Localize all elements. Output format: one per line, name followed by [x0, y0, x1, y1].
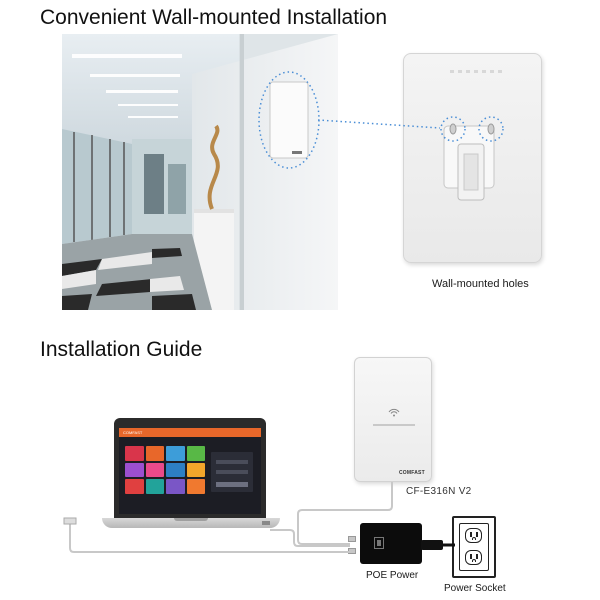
dashboard-tile [145, 462, 164, 478]
dashboard-tile [166, 479, 185, 494]
laptop-notch [174, 518, 208, 521]
laptop-ethernet-port [262, 521, 270, 525]
login-username-field [216, 460, 248, 464]
outlet-ground-hole [472, 559, 476, 562]
laptop: COMFAST [102, 418, 280, 534]
rj45-plug-icon [348, 548, 356, 554]
outlet-receptacle [465, 550, 482, 565]
device-model-label: CF-E316N V2 [406, 486, 472, 497]
dashboard-tile [125, 462, 144, 478]
login-button [216, 482, 248, 487]
dashboard-tile [125, 446, 144, 461]
dashboard-tile [186, 479, 205, 494]
dashboard-tile [186, 462, 205, 478]
power-socket-label: Power Socket [444, 583, 506, 594]
dashboard-tile [186, 446, 205, 461]
laptop-screen: COMFAST [119, 428, 261, 514]
outlet-slot [476, 532, 478, 537]
dashboard-tile [166, 446, 185, 461]
access-point-back [403, 53, 542, 263]
section-title-installation-guide: Installation Guide [40, 338, 203, 361]
hallway-photo [62, 34, 338, 310]
outlet-slot [470, 532, 472, 537]
laptop-screen-header: COMFAST [119, 428, 261, 437]
dashboard-tile [145, 446, 164, 461]
section-title-wall-mount: Convenient Wall-mounted Installation [40, 6, 388, 29]
wifi-icon [388, 408, 400, 417]
screw-hole-icon [449, 123, 495, 135]
rj45-plug-icon [348, 536, 356, 542]
device-brand-mark: COMFAST [399, 470, 425, 476]
login-panel [211, 452, 253, 492]
outlet-ground-hole [472, 537, 476, 540]
outlet-slot [470, 554, 472, 559]
poe-label-icon [374, 537, 384, 549]
power-outlet-plate [459, 523, 489, 571]
access-point-front: COMFAST [354, 357, 432, 482]
dashboard-tile [145, 479, 164, 494]
outlet-slot [476, 554, 478, 559]
login-password-field [216, 470, 248, 474]
poe-power-label: POE Power [366, 570, 419, 581]
dashboard-tile [166, 462, 185, 478]
dashboard-tiles [125, 446, 205, 494]
power-outlet-icon [452, 516, 496, 578]
poe-power-plug [421, 540, 443, 550]
device-text-line [373, 424, 415, 426]
laptop-screen-header-text: COMFAST [123, 430, 143, 435]
poe-injector [360, 523, 422, 564]
dashboard-tile [125, 479, 144, 494]
outlet-receptacle [465, 528, 482, 543]
wall-mounted-holes-caption: Wall-mounted holes [432, 278, 529, 290]
